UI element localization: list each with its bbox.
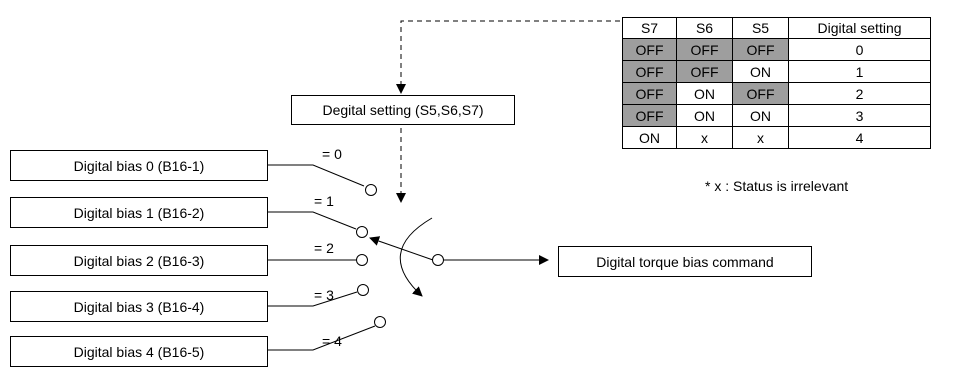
table-cell: ON <box>622 126 677 149</box>
rotation-arc <box>399 217 433 297</box>
table-cell: 0 <box>788 38 931 61</box>
table-cell: OFF <box>732 38 789 61</box>
digital-bias-2-box: Digital bias 2 (B16-3) <box>10 245 268 276</box>
table-cell: ON <box>732 60 789 83</box>
digital-bias-3-box: Digital bias 3 (B16-4) <box>10 291 268 322</box>
table-header-digital-setting: Digital setting <box>788 17 931 39</box>
table-cell: OFF <box>676 38 733 61</box>
digital-setting-box: Degital setting (S5,S6,S7) <box>291 95 515 125</box>
table-cell: 2 <box>788 82 931 105</box>
wire-input-3 <box>268 291 358 307</box>
contact-0 <box>365 184 377 196</box>
table-header-s6: S6 <box>676 17 733 39</box>
wire-value-4: = 4 <box>322 333 342 349</box>
table-cell: OFF <box>732 82 789 105</box>
table-cell: OFF <box>622 60 677 83</box>
table-cell: 4 <box>788 126 931 149</box>
table-row: ON x x 4 <box>622 126 931 149</box>
table-row: OFF OFF ON 1 <box>622 60 931 83</box>
table-cell: OFF <box>622 104 677 127</box>
table-cell: ON <box>676 82 733 105</box>
table-cell: x <box>732 126 789 149</box>
digital-setting-truth-table: S7 S6 S5 Digital setting OFF OFF OFF 0 O… <box>622 17 931 149</box>
contact-3 <box>357 284 369 296</box>
table-cell: x <box>676 126 733 149</box>
wire-value-1: = 1 <box>314 193 334 209</box>
dashed-link-table-to-setting <box>400 20 620 85</box>
wire-value-2: = 2 <box>314 240 334 256</box>
wire-input-4 <box>268 325 376 351</box>
digital-bias-1-box: Digital bias 1 (B16-2) <box>10 197 268 228</box>
table-header-row: S7 S6 S5 Digital setting <box>622 17 931 39</box>
contact-1 <box>356 226 368 238</box>
table-cell: ON <box>676 104 733 127</box>
table-cell: 3 <box>788 104 931 127</box>
wire-input-0 <box>268 164 365 187</box>
dashed-link-switch-arrowhead <box>396 193 406 203</box>
table-cell: 1 <box>788 60 931 83</box>
wire-input-1 <box>268 211 357 230</box>
wire-value-0: = 0 <box>322 146 342 162</box>
dashed-link-arrowhead <box>396 84 406 94</box>
table-row: OFF OFF OFF 0 <box>622 38 931 61</box>
table-cell: OFF <box>676 60 733 83</box>
table-footnote: * x : Status is irrelevant <box>705 178 849 194</box>
switch-pivot <box>432 254 444 266</box>
digital-bias-4-box: Digital bias 4 (B16-5) <box>10 336 268 367</box>
table-cell: OFF <box>622 38 677 61</box>
wire-value-3: = 3 <box>314 287 334 303</box>
table-cell: ON <box>732 104 789 127</box>
table-cell: OFF <box>622 82 677 105</box>
digital-torque-bias-command-box: Digital torque bias command <box>558 246 812 277</box>
table-row: OFF ON OFF 2 <box>622 82 931 105</box>
contact-4 <box>374 316 386 328</box>
contact-2 <box>356 254 368 266</box>
table-header-s5: S5 <box>732 17 789 39</box>
table-header-s7: S7 <box>622 17 677 39</box>
digital-bias-0-box: Digital bias 0 (B16-1) <box>10 150 268 181</box>
table-row: OFF ON ON 3 <box>622 104 931 127</box>
